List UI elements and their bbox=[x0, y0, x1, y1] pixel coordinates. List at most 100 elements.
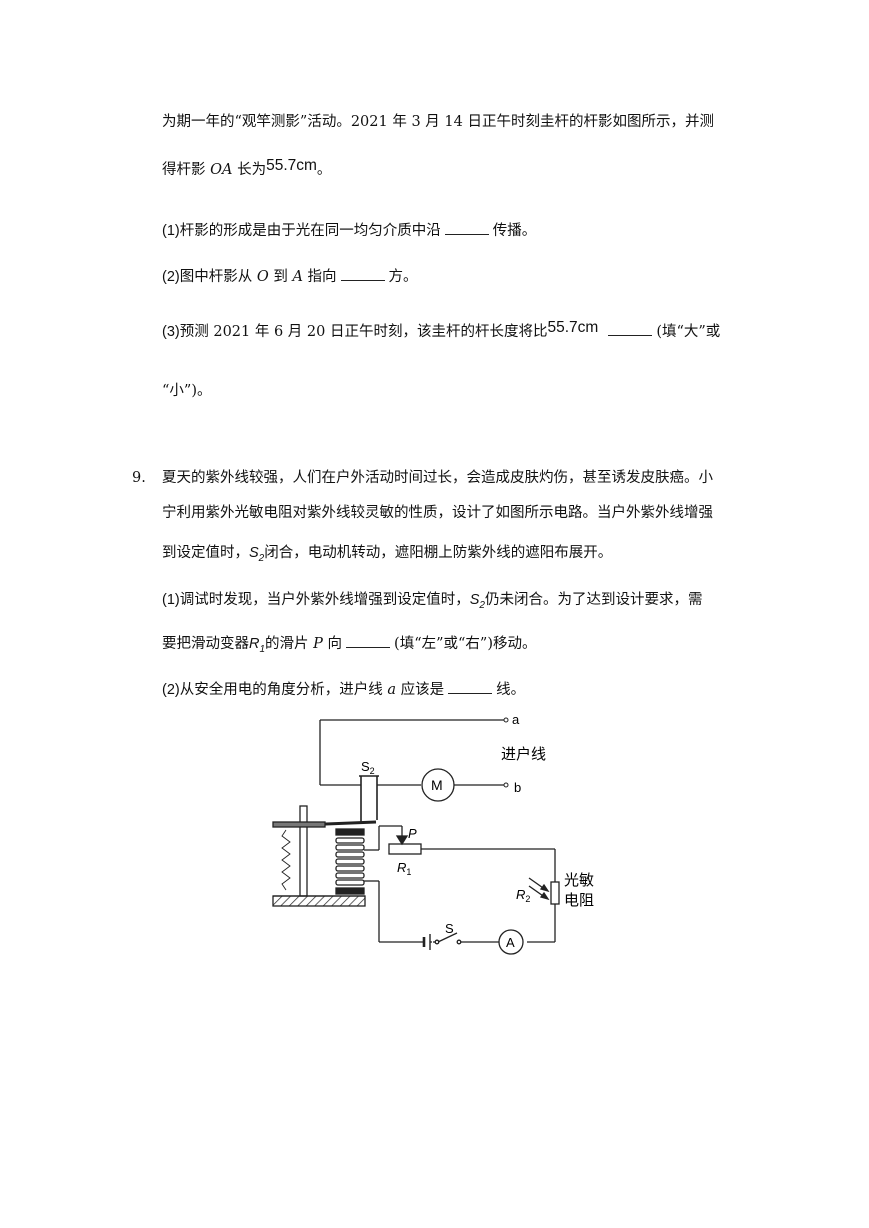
q8-part-3-end: (填“大”或 bbox=[656, 324, 721, 340]
q9-part-1-var-s2: S2 bbox=[469, 592, 485, 611]
armature-pivot-bar bbox=[272, 821, 326, 828]
q9-line-3: 到设定值时，S2闭合，电动机转动，遮阳棚上防紫外线的遮阳布展开。 bbox=[162, 543, 612, 569]
switch-contact-left bbox=[434, 939, 440, 945]
q8-part-2-mid: 到 bbox=[268, 269, 293, 285]
answer-blank[interactable] bbox=[448, 681, 493, 694]
motor-label: M bbox=[431, 777, 443, 793]
slider-p-label: P bbox=[408, 826, 417, 841]
q8-part-3-text: 预测 2021 年 6 月 20 日正午时刻，该圭杆的杆长度将比 bbox=[179, 324, 548, 340]
q9-part-1: (1)调试时发现，当户外紫外线增强到设定值时，S2仍未闭合。为了达到设计要求，需 bbox=[162, 590, 702, 616]
slider-arrow bbox=[395, 835, 409, 846]
circuit-diagram: a b 进户线 S2 M P R1 R2 光敏 电阻 S A bbox=[272, 712, 594, 955]
terminal-a-label: a bbox=[512, 712, 520, 727]
answer-blank[interactable] bbox=[346, 635, 391, 648]
q8-line-1: 为期一年的“观竿测影”活动。2021 年 3 月 14 日正午时刻圭杆的杆影如图… bbox=[162, 112, 714, 132]
r2-label: R2 bbox=[516, 887, 530, 904]
q8-line-1-text: 为期一年的“观竿测影”活动。2021 年 3 月 14 日正午时刻圭杆的杆影如图… bbox=[162, 114, 714, 130]
terminal-a-dot bbox=[503, 717, 509, 723]
q8-part-2-post: 指向 bbox=[302, 269, 337, 285]
switch-lever bbox=[437, 932, 458, 943]
q9-part-2-number: (2) bbox=[162, 682, 180, 698]
q8-part-1-number: (1) bbox=[162, 223, 180, 239]
q9-var-r1-sub: 1 bbox=[259, 643, 266, 655]
q9-part-1-var-s2-letter: S bbox=[469, 592, 480, 608]
r1-label: R1 bbox=[397, 860, 411, 877]
q8-part-3-line-2-text: “小”)。 bbox=[162, 383, 212, 399]
q8-line-2-mid: 长为 bbox=[232, 162, 267, 178]
ammeter-label: A bbox=[506, 935, 515, 950]
s2-label-letter: S bbox=[361, 759, 370, 774]
q9-line-2: 宁利用紫外光敏电阻对紫外线较灵敏的性质，设计了如图所示电路。当户外紫外线增强 bbox=[162, 503, 713, 523]
q8-part-1: (1)杆影的形成是由于光在同一均匀介质中沿 传播。 bbox=[162, 221, 536, 241]
coil-bottom-cap bbox=[335, 887, 365, 895]
q9-part-1-pre: 调试时发现，当户外紫外线增强到设定值时， bbox=[179, 592, 470, 608]
q9-var-p: P bbox=[313, 636, 323, 652]
coil-turn bbox=[335, 872, 365, 879]
resistor-r2 bbox=[550, 881, 560, 905]
answer-blank[interactable] bbox=[444, 222, 489, 235]
coil-turn bbox=[335, 837, 365, 844]
q9-var-a-line: a bbox=[387, 682, 396, 698]
r2-label-sub: 2 bbox=[525, 894, 530, 904]
spring bbox=[281, 829, 291, 891]
q9-part-2-end: 线。 bbox=[496, 682, 526, 698]
q8-compare-value: 55.7cm bbox=[547, 319, 599, 336]
q9-number-text: 9. bbox=[132, 470, 146, 486]
q9-part-2-post: 应该是 bbox=[396, 682, 445, 698]
q9-part-2: (2)从安全用电的角度分析，进户线 a 应该是 线。 bbox=[162, 680, 525, 700]
q9-var-s2: S2 bbox=[249, 545, 265, 564]
q8-line-2-pre: 得杆影 bbox=[162, 162, 211, 178]
q8-var-o: O bbox=[256, 269, 269, 285]
photo-label-1: 光敏 bbox=[564, 872, 594, 889]
q9-line-1-text: 夏天的紫外线较强，人们在户外活动时间过长，会造成皮肤灼伤，甚至诱发皮肤癌。小 bbox=[162, 470, 713, 486]
coil-turn bbox=[335, 865, 365, 872]
light-arrowhead-2 bbox=[539, 891, 550, 901]
q9-part-2-pre: 从安全用电的角度分析，进户线 bbox=[179, 682, 388, 698]
coil-turn bbox=[335, 844, 365, 851]
q9-var-r1: R1 bbox=[249, 636, 266, 655]
coil-turn bbox=[335, 879, 365, 886]
q9-part-1-number: (1) bbox=[162, 592, 180, 608]
q8-part-1-text: 杆影的形成是由于光在同一均匀介质中沿 bbox=[179, 223, 441, 239]
photo-label-2: 电阻 bbox=[564, 892, 594, 909]
q8-part-2-pre: 图中杆影从 bbox=[179, 269, 257, 285]
q8-part-1-end: 传播。 bbox=[492, 223, 537, 239]
coil-top-cap bbox=[335, 828, 365, 836]
q9-var-s2-letter: S bbox=[249, 545, 259, 561]
q9-line-3-pre: 到设定值时， bbox=[162, 545, 249, 561]
q9-var-r1-letter: R bbox=[249, 636, 260, 652]
q9-line-1: 夏天的紫外线较强，人们在户外活动时间过长，会造成皮肤灼伤，甚至诱发皮肤癌。小 bbox=[162, 468, 713, 488]
q9-part-1-line-2-mid: 的滑片 bbox=[265, 636, 314, 652]
q9-line-3-post: 闭合，电动机转动，遮阳棚上防紫外线的遮阳布展开。 bbox=[264, 545, 613, 561]
terminal-b-label: b bbox=[514, 780, 521, 795]
q9-part-1-line-2-end: (填“左”或“右”)移动。 bbox=[394, 636, 537, 652]
coil-turn bbox=[335, 858, 365, 865]
coil-windings bbox=[335, 837, 365, 886]
s2-label: S2 bbox=[361, 759, 375, 776]
terminal-b-dot bbox=[503, 782, 509, 788]
q8-line-2: 得杆影 OA 长为55.7cm。 bbox=[162, 157, 332, 180]
resistor-r1 bbox=[388, 843, 422, 855]
switch-contact-right bbox=[456, 939, 462, 945]
q8-part-2-number: (2) bbox=[162, 269, 180, 285]
q8-part-3: (3)预测 2021 年 6 月 20 日正午时刻，该圭杆的杆长度将比55.7c… bbox=[162, 319, 721, 342]
answer-blank[interactable] bbox=[340, 268, 385, 281]
q9-var-s2-sub: 2 bbox=[258, 552, 265, 564]
q9-part-1-post: 仍未闭合。为了达到设计要求，需 bbox=[484, 592, 703, 608]
r2-label-letter: R bbox=[516, 887, 525, 902]
incoming-line-label: 进户线 bbox=[501, 746, 546, 763]
q9-part-1-line-2-pre: 要把滑动变器 bbox=[162, 636, 249, 652]
base-plate bbox=[272, 895, 366, 907]
q8-line-2-end: 。 bbox=[316, 162, 332, 178]
q9-part-1-line-2: 要把滑动变器R1的滑片 P 向(填“左”或“右”)移动。 bbox=[162, 634, 537, 660]
q8-part-2: (2)图中杆影从 O 到 A 指向方。 bbox=[162, 267, 418, 287]
q8-length-value: 55.7cm bbox=[266, 157, 317, 174]
q9-number: 9. bbox=[132, 468, 146, 488]
coil-turn bbox=[335, 851, 365, 858]
r1-label-letter: R bbox=[397, 860, 406, 875]
relay-stand bbox=[299, 805, 308, 897]
r1-label-sub: 1 bbox=[406, 867, 411, 877]
q8-var-a: A bbox=[292, 269, 303, 285]
q9-part-1-var-s2-sub: 2 bbox=[479, 599, 485, 611]
answer-blank[interactable] bbox=[608, 323, 653, 336]
